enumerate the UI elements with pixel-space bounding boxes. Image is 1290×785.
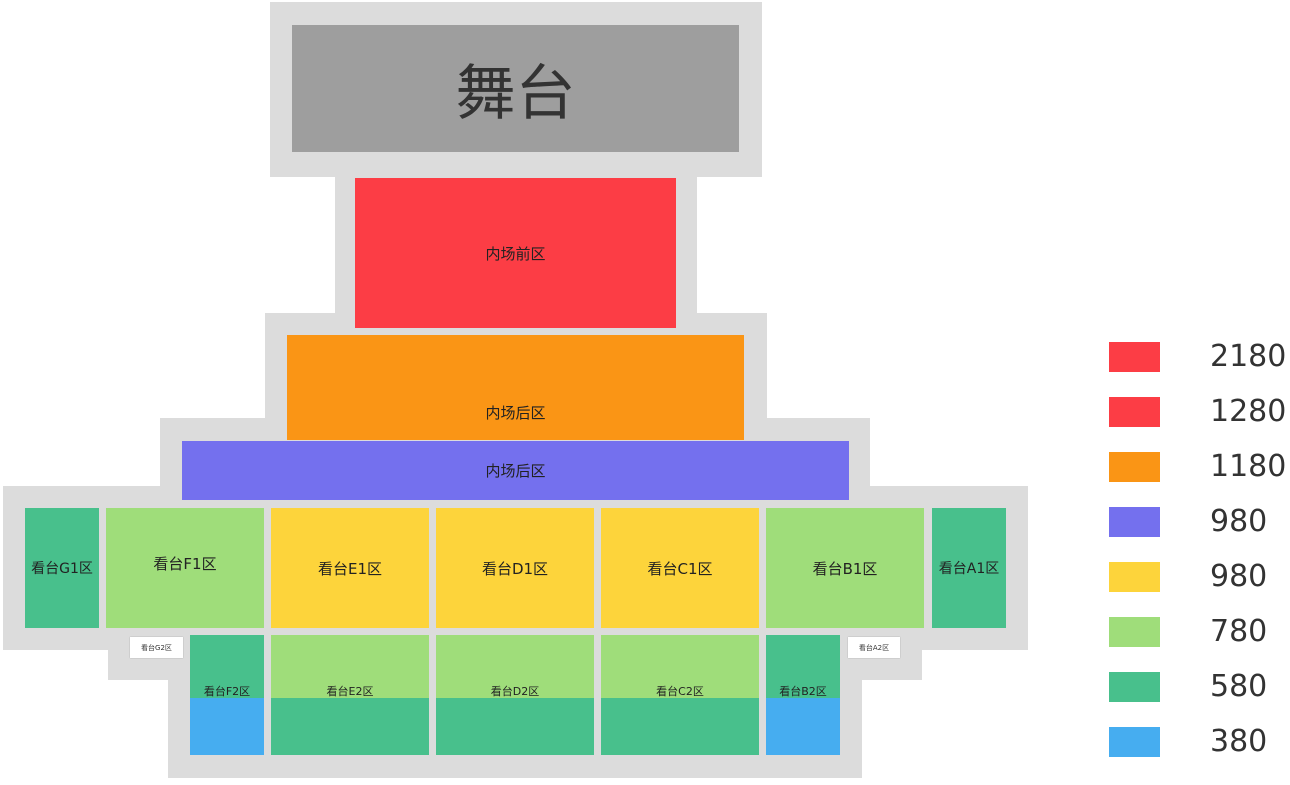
section-g1[interactable]: 看台G1区 bbox=[25, 508, 99, 628]
section-b1[interactable]: 看台B1区 bbox=[766, 508, 924, 628]
section-inner-front[interactable]: 内场前区 bbox=[355, 178, 676, 328]
section-f2-label: 看台F2区 bbox=[203, 685, 251, 698]
section-a1[interactable]: 看台A1区 bbox=[932, 508, 1006, 628]
legend-price: 1280 bbox=[1210, 394, 1287, 429]
legend-swatch bbox=[1109, 562, 1160, 592]
legend-price: 980 bbox=[1210, 504, 1268, 539]
section-e2-label: 看台E2区 bbox=[326, 685, 374, 698]
section-d1[interactable]: 看台D1区 bbox=[436, 508, 594, 628]
stage: 舞台 bbox=[292, 25, 739, 152]
legend-swatch bbox=[1109, 507, 1160, 537]
legend-price: 980 bbox=[1210, 559, 1268, 594]
section-inner-back-orange[interactable]: 内场后区 bbox=[287, 335, 744, 440]
legend-price: 2180 bbox=[1210, 339, 1287, 374]
section-c2-label: 看台C2区 bbox=[656, 685, 704, 698]
section-inner-back-purple[interactable]: 内场后区 bbox=[182, 441, 849, 500]
section-b2[interactable]: 看台B2区 bbox=[766, 635, 840, 755]
legend-swatch bbox=[1109, 617, 1160, 647]
section-e1[interactable]: 看台E1区 bbox=[271, 508, 429, 628]
section-e2[interactable]: 看台E2区 bbox=[271, 635, 429, 755]
section-g2[interactable]: 看台G2区 bbox=[130, 637, 183, 658]
legend-swatch bbox=[1109, 727, 1160, 757]
section-f1[interactable]: 看台F1区 bbox=[106, 508, 264, 628]
section-d2-label: 看台D2区 bbox=[490, 685, 540, 698]
section-f2[interactable]: 看台F2区 bbox=[190, 635, 264, 755]
legend-swatch bbox=[1109, 397, 1160, 427]
section-c1[interactable]: 看台C1区 bbox=[601, 508, 759, 628]
section-a2[interactable]: 看台A2区 bbox=[848, 637, 900, 658]
legend-price: 780 bbox=[1210, 614, 1268, 649]
section-d2[interactable]: 看台D2区 bbox=[436, 635, 594, 755]
legend-swatch bbox=[1109, 342, 1160, 372]
legend-swatch bbox=[1109, 672, 1160, 702]
legend-swatch bbox=[1109, 452, 1160, 482]
section-c2[interactable]: 看台C2区 bbox=[601, 635, 759, 755]
section-b2-label: 看台B2区 bbox=[779, 685, 827, 698]
legend-price: 580 bbox=[1210, 669, 1268, 704]
legend-price: 1180 bbox=[1210, 449, 1287, 484]
legend-price: 380 bbox=[1210, 724, 1268, 759]
